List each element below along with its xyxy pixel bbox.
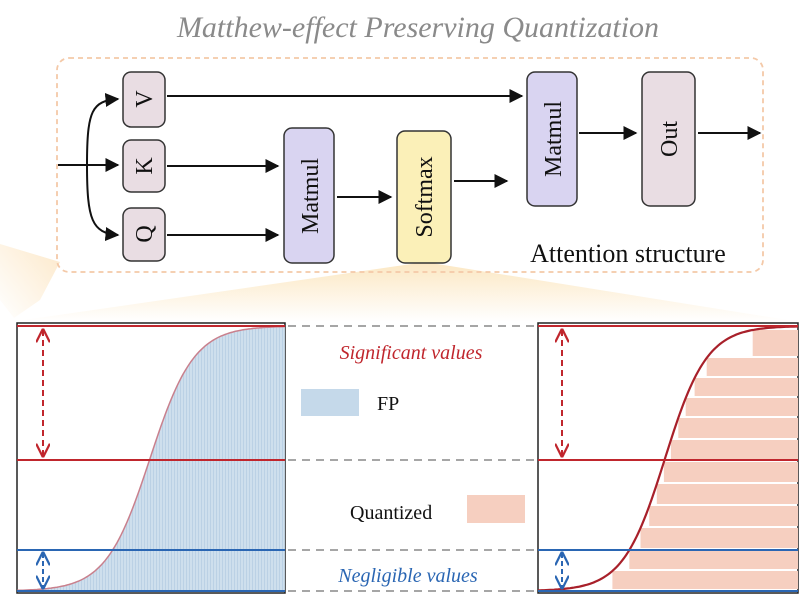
quantized-swatch — [467, 495, 525, 523]
softmax-block: Softmax — [396, 130, 452, 264]
attention-structure-frame — [56, 57, 764, 273]
k-label: K — [132, 157, 158, 175]
k-block: K — [122, 139, 166, 193]
quantized-level-bar — [670, 440, 798, 460]
flow-arrows — [167, 89, 762, 242]
legend-quantized: Quantized — [350, 495, 525, 524]
quantized-level-bar — [752, 330, 798, 356]
quantized-level-bar — [663, 462, 798, 482]
quantized-level-bar — [640, 528, 798, 548]
matmul-block-1: Matmul — [283, 127, 335, 264]
matmul-1-label: Matmul — [298, 158, 324, 234]
negligible-values-label: Negligible values — [337, 565, 478, 587]
figure-title: Matthew-effect Preserving Quantization — [176, 11, 659, 44]
significant-values-label: Significant values — [340, 342, 483, 364]
v-label: V — [132, 90, 158, 108]
fp-panel — [16, 322, 286, 594]
matmul-2-label: Matmul — [541, 101, 567, 177]
legend-fp: FP — [301, 389, 399, 416]
spotlight-beam — [10, 262, 800, 322]
softmax-label: Softmax — [412, 156, 438, 237]
quantized-sigmoid-curve — [537, 325, 798, 592]
quantized-level-bar — [629, 550, 798, 569]
quantized-level-bar — [678, 418, 798, 438]
out-block: Out — [641, 71, 696, 207]
quantized-legend-label: Quantized — [350, 502, 432, 524]
q-label: Q — [132, 225, 158, 242]
out-label: Out — [657, 121, 683, 157]
fp-legend-label: FP — [377, 393, 399, 415]
fp-area-fill — [17, 326, 285, 591]
quantized-bars — [612, 330, 798, 589]
quantized-level-bar — [706, 358, 798, 376]
attention-structure-caption: Attention structure — [530, 239, 726, 268]
quantized-level-bar — [656, 484, 798, 504]
quantized-level-bar — [685, 398, 798, 416]
quantized-level-bar — [694, 378, 798, 396]
quantized-level-bar — [649, 506, 798, 526]
side-beam — [0, 244, 60, 318]
q-block: Q — [122, 207, 166, 262]
matmul-block-2: Matmul — [526, 71, 578, 207]
v-block: V — [122, 71, 166, 128]
panel-connectors — [288, 325, 536, 592]
input-branch — [58, 92, 120, 242]
quantized-panel — [537, 322, 799, 594]
quantized-level-bar — [612, 571, 798, 589]
fp-swatch — [301, 389, 359, 416]
fp-sigmoid-curve — [16, 325, 285, 592]
